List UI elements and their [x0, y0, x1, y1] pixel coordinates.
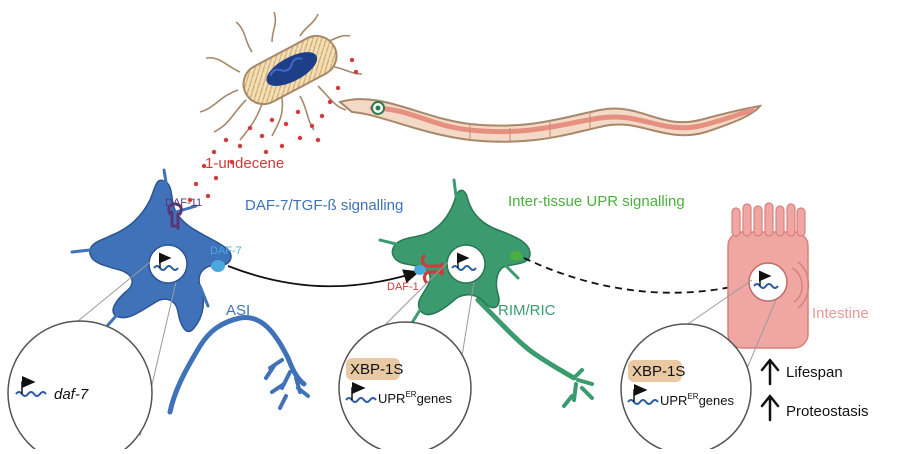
asi-axon-terminals: [264, 358, 310, 410]
rim-ric-axon: [475, 297, 577, 381]
proteostasis-label: Proteostasis: [786, 403, 869, 420]
rim-ric-label: RIM/RIC: [498, 302, 556, 319]
pheromone-dots: [187, 57, 359, 203]
up-arrow-icon: [760, 358, 780, 386]
promoter-arrow-icon: [633, 384, 648, 402]
daf-11-receptor: [167, 202, 183, 230]
daf-1-label: DAF-1: [387, 281, 419, 293]
asi-nucleus: [148, 244, 188, 284]
outcome-lifespan: Lifespan: [760, 358, 843, 386]
zoom-circle-rim-ric: XBP-1S UPRERgenes: [338, 321, 472, 454]
promoter-arrow-icon: [21, 376, 36, 394]
worm-body: [337, 98, 763, 143]
upr-signalling-label: Inter-tissue UPR signalling: [508, 193, 685, 210]
intestine-cell: [727, 202, 810, 349]
xbp-1s-label-left: XBP-1S: [350, 361, 403, 378]
pheromone-label: 1-undecene: [205, 155, 284, 172]
bacterium-nucleoid: [266, 52, 318, 86]
zoom-circle-intestine: XBP-1S UPRERgenes: [620, 323, 752, 454]
outcome-proteostasis: Proteostasis: [760, 394, 869, 422]
daf-11-label: DAF-11: [165, 197, 202, 209]
intestine-label: Intestine: [812, 305, 869, 322]
lifespan-label: Lifespan: [786, 364, 843, 381]
asi-axon: [167, 315, 307, 415]
rim-ric-axon-terminals: [562, 368, 594, 408]
bacterium: [199, 11, 363, 141]
daf-7-signal-arrow: [227, 265, 420, 288]
intestine-nucleus: [748, 262, 788, 302]
daf-7-pathway-label: DAF-7/TGF-ß signalling: [245, 197, 403, 214]
rim-ric-neuron: [378, 178, 594, 408]
asi-label: ASI: [226, 302, 250, 319]
daf-1-receptor: [420, 254, 444, 284]
upr-genes-label-right: UPRERgenes: [660, 392, 734, 408]
asi-neuron: [70, 168, 310, 415]
up-arrow-icon: [760, 394, 780, 422]
xbp-1s-box-left: [346, 358, 400, 380]
bacterium-flagella: [199, 11, 363, 141]
daf-7-gene-label: daf-7: [54, 386, 89, 403]
zoom-circle-asi: daf-7: [7, 320, 153, 454]
upr-genes-label-left: UPRERgenes: [378, 390, 452, 406]
c-elegans-worm: [337, 98, 763, 143]
promoter-arrow-icon: [351, 382, 366, 400]
xbp-1s-label-right: XBP-1S: [632, 363, 685, 380]
daf-7-ligand: [211, 260, 225, 272]
intestine-microvilli: [731, 202, 806, 237]
xbp-1s-box-right: [628, 360, 682, 382]
upr-signal-ligand: [510, 251, 522, 261]
upr-signal-arrow: [523, 257, 754, 294]
rim-ric-nucleus: [446, 244, 486, 284]
daf-7-bound-ligand: [414, 265, 426, 275]
daf-7-label: DAF-7: [210, 245, 242, 257]
